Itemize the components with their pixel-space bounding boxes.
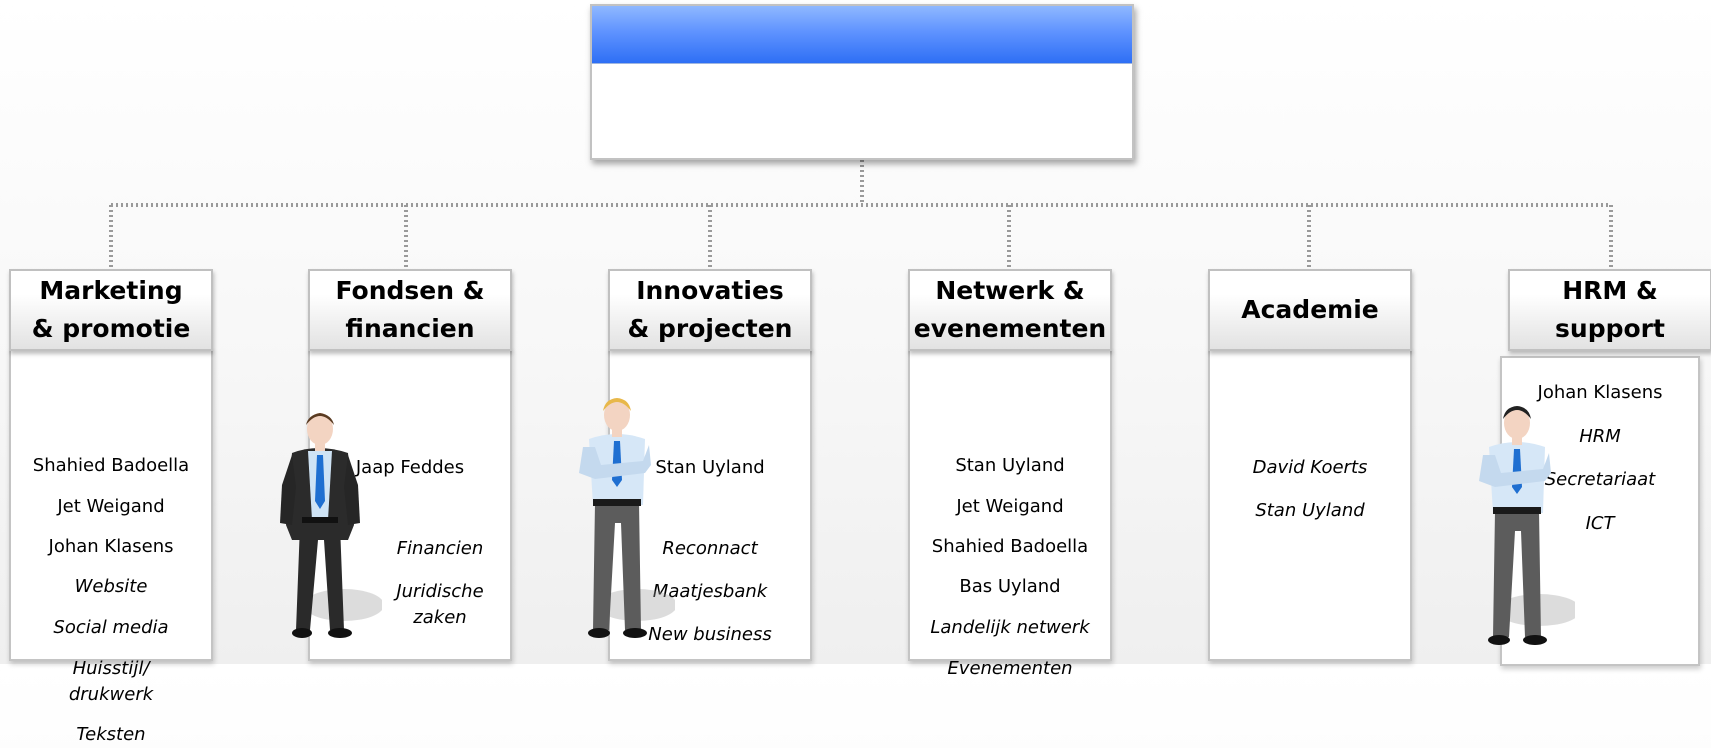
department-title: Fondsen & financien <box>335 276 485 343</box>
businessman-dark-hair-arms-crossed-icon <box>1479 406 1575 645</box>
department-header: HRM & support <box>1508 269 1711 351</box>
member-name: Jaap Feddes <box>355 457 465 478</box>
task-item: David Koerts <box>1252 457 1368 478</box>
department-title: Innovaties & projecten <box>627 276 793 343</box>
task-item: Teksten <box>76 724 146 745</box>
member-name: Shahied Badoella <box>931 536 1089 557</box>
department-body: David Koerts Stan Uyland <box>1208 349 1412 661</box>
task-item: Stan Uyland <box>1255 500 1365 521</box>
department-body: Stan Uyland Jet Weigand Shahied Badoella… <box>908 349 1112 679</box>
member-name: Johan Klasens <box>48 536 174 557</box>
member-name: Johan Klasens <box>1537 382 1663 403</box>
department-header: Academie <box>1208 269 1412 351</box>
department-title: Netwerk & evenementen <box>913 276 1107 343</box>
task-item: Reconnact <box>662 538 758 559</box>
member-name: Jet Weigand <box>57 496 165 517</box>
task-item: Website <box>74 576 148 597</box>
member-name: Shahied Badoella <box>32 455 190 476</box>
task-item: HRM <box>1579 426 1621 447</box>
top-box-title <box>592 64 1132 94</box>
member-name: Bas Uyland <box>959 576 1061 597</box>
department-header: Innovaties & projecten <box>608 269 812 351</box>
task-item: Juridische zaken <box>396 581 484 628</box>
org-connectors <box>109 160 1613 269</box>
top-org-box <box>590 4 1134 160</box>
task-item: Evenementen <box>947 658 1073 679</box>
task-item: Financien <box>396 538 484 559</box>
top-box-header-band <box>592 6 1132 64</box>
task-item: Social media <box>53 617 169 638</box>
task-item: Landelijk netwerk <box>930 617 1090 638</box>
task-item: Secretariaat <box>1544 469 1656 490</box>
member-name: Jet Weigand <box>956 496 1064 517</box>
task-item: ICT <box>1585 513 1615 534</box>
member-name: Stan Uyland <box>655 457 765 478</box>
task-item: Maatjesbank <box>652 581 768 602</box>
department-body: Shahied Badoella Jet Weigand Johan Klase… <box>9 349 213 745</box>
task-item: New business <box>648 624 772 645</box>
department-title: HRM & support <box>1555 276 1665 343</box>
businessman-blond-arms-crossed-icon <box>579 398 675 638</box>
department-header: Netwerk & evenementen <box>908 269 1112 351</box>
department-header: Fondsen & financien <box>308 269 512 351</box>
department-title: Marketing & promotie <box>31 276 191 343</box>
department-title: Academie <box>1241 295 1379 324</box>
department-header: Marketing & promotie <box>9 269 213 351</box>
businessman-dark-suit-icon <box>280 413 382 638</box>
member-name: Stan Uyland <box>955 455 1065 476</box>
